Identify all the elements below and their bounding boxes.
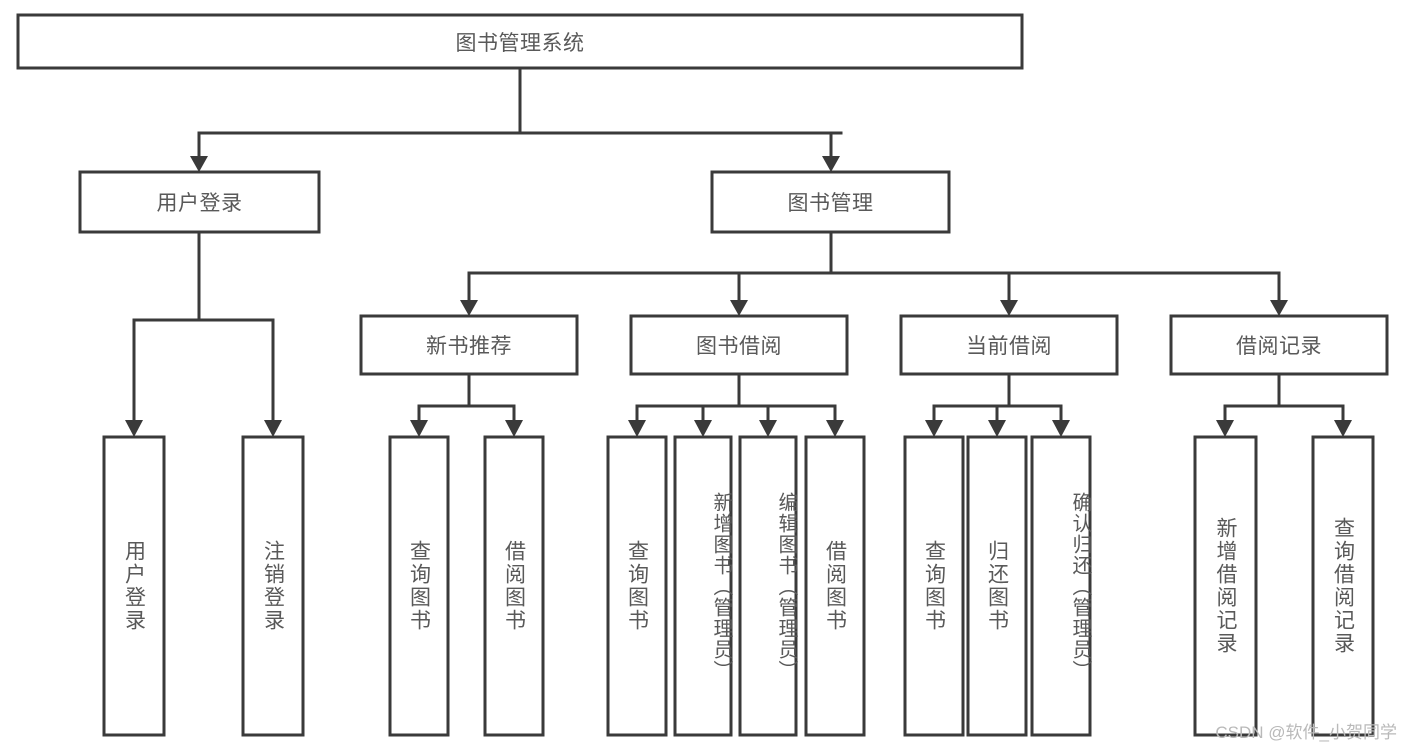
node-user-login[interactable] <box>78 170 321 234</box>
node-borrow-record[interactable] <box>1169 314 1389 376</box>
arrow-head-icon <box>410 420 428 437</box>
arrow-head-icon <box>264 420 282 437</box>
node-leaf-query-book-1[interactable] <box>388 435 450 737</box>
arrow-head-icon <box>925 420 943 437</box>
node-current-borrow[interactable] <box>899 314 1119 376</box>
connector-root-to-level2 <box>190 66 843 172</box>
node-leaf-add-book[interactable] <box>673 435 733 737</box>
arrow-head-icon <box>694 420 712 437</box>
arrow-head-icon <box>1270 300 1288 316</box>
node-leaf-logout[interactable] <box>241 435 305 737</box>
node-leaf-confirm-return[interactable] <box>1030 435 1092 737</box>
arrow-head-icon <box>1000 300 1018 316</box>
connector-current-borrow-to-leaves <box>925 372 1070 437</box>
connector-user-login-to-leaves <box>125 230 282 437</box>
node-leaf-add-record[interactable] <box>1193 435 1258 737</box>
arrow-head-icon <box>190 156 208 172</box>
node-leaf-query-book-2[interactable] <box>606 435 668 737</box>
node-book-borrow[interactable] <box>629 314 849 376</box>
arrow-head-icon <box>1052 420 1070 437</box>
node-leaf-edit-book[interactable] <box>738 435 798 737</box>
arrow-head-icon <box>1334 420 1352 437</box>
arrow-head-icon <box>628 420 646 437</box>
node-leaf-user-login[interactable] <box>102 435 166 737</box>
node-new-book-recommend[interactable] <box>359 314 579 376</box>
arrow-head-icon <box>988 420 1006 437</box>
node-leaf-return-book[interactable] <box>966 435 1028 737</box>
arrow-head-icon <box>505 420 523 437</box>
arrow-head-icon <box>730 300 748 316</box>
arrow-head-icon <box>759 420 777 437</box>
connector-book-manage-to-level3 <box>460 230 1288 316</box>
arrow-head-icon <box>460 300 478 316</box>
arrow-head-icon <box>125 420 143 437</box>
node-root-system[interactable] <box>16 13 1024 70</box>
node-leaf-query-book-3[interactable] <box>903 435 965 737</box>
arrow-head-icon <box>1216 420 1234 437</box>
connector-new-book-recommend-to-leaves <box>410 372 523 437</box>
node-book-manage[interactable] <box>710 170 951 234</box>
arrow-head-icon <box>826 420 844 437</box>
node-leaf-borrow-book-2[interactable] <box>804 435 866 737</box>
node-leaf-borrow-book-1[interactable] <box>483 435 545 737</box>
arrow-head-icon <box>822 156 840 172</box>
connector-book-borrow-to-leaves <box>628 372 844 437</box>
node-leaf-query-record[interactable] <box>1311 435 1375 737</box>
connector-borrow-record-to-leaves <box>1216 372 1352 437</box>
